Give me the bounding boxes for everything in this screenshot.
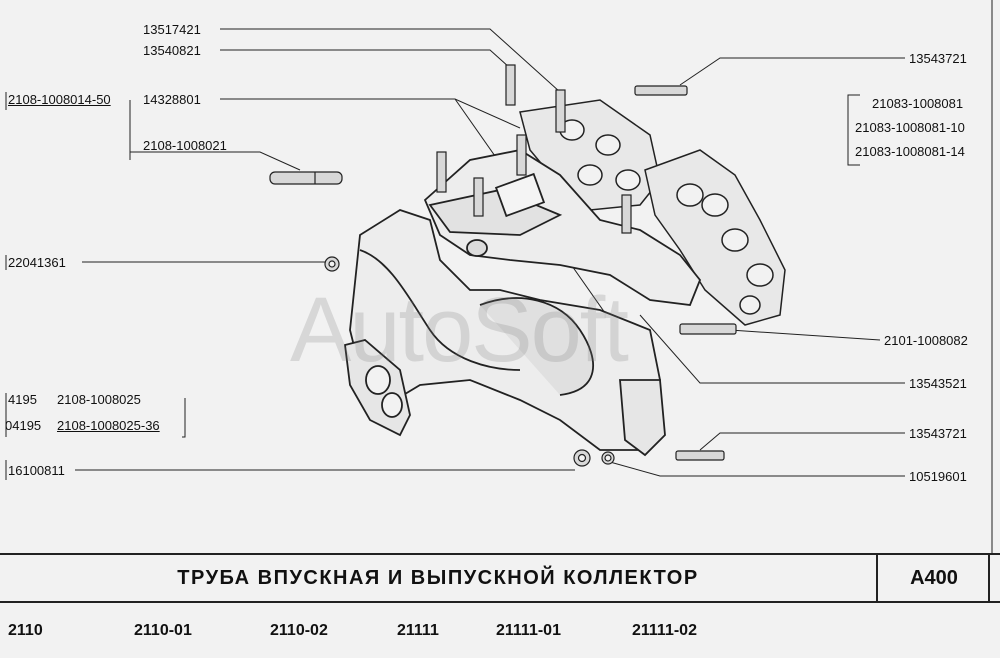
part-label-04195[interactable]: 04195 [5,418,42,433]
model-link-2110[interactable]: 2110 [8,622,43,639]
stud-13543721-top [634,85,688,96]
leader-2108-1008021 [129,151,301,171]
gasket-left [519,99,661,211]
part-label-2108-1008014-50[interactable]: 2108-1008014-50 [8,92,111,107]
model-link-21111[interactable]: 21111 [397,622,439,639]
part-label-21083-1008081-10[interactable]: 21083-1008081-10 [855,120,965,135]
title-right-edge [988,555,990,601]
part-label-13540821[interactable]: 13540821 [143,43,201,58]
leader-13543721-bottom [699,432,905,451]
page-title: ТРУБА ВПУСКНАЯ И ВЫПУСКНОЙ КОЛЛЕКТОР [177,566,699,589]
leader-13543721-top [679,57,905,86]
model-link-2110-02[interactable]: 2110-02 [270,622,328,639]
part-label-2108-1008025-36[interactable]: 2108-1008025-36 [57,418,160,433]
part-label-10519601[interactable]: 10519601 [909,469,967,484]
bolt-2108-1008021 [269,171,343,185]
title-bar: ТРУБА ВПУСКНАЯ И ВЫПУСКНОЙ КОЛЛЕКТОР A40… [0,553,1000,603]
leader-13517421 [220,28,561,93]
leader-13540821 [220,49,511,69]
part-label-2108-1008021[interactable]: 2108-1008021 [143,138,227,153]
stud-13543721-bottom [675,450,725,461]
studs-intake [436,64,632,234]
leader-2101-1008082 [729,329,881,341]
bracket-21083 [847,94,860,166]
leader-13543521 [639,314,905,384]
washer-10519601 [601,451,615,465]
leader-14328801 [220,98,521,129]
part-label-14328801[interactable]: 14328801 [143,92,201,107]
exhaust-manifold [344,209,666,457]
part-label-16100811[interactable]: 16100811 [8,463,65,478]
intake-pipe [423,149,702,306]
gasket-right [644,149,786,326]
part-label-13543521[interactable]: 13543521 [909,376,967,391]
part-label-4195[interactable]: 4195 [8,392,37,407]
nut-22041361 [324,256,340,272]
part-label-13543721-bottom[interactable]: 13543721 [909,426,967,441]
stud-2101-1008082 [679,323,737,335]
nut-16100811 [573,449,591,467]
manifold-illustration [5,0,993,553]
bracket-2108-1008025 [182,398,186,438]
model-link-2110-01[interactable]: 2110-01 [134,622,192,639]
model-link-21111-01[interactable]: 21111-01 [496,622,561,639]
part-label-22041361[interactable]: 22041361 [8,255,66,270]
part-label-13517421[interactable]: 13517421 [143,22,201,37]
part-label-2108-1008025[interactable]: 2108-1008025 [57,392,141,407]
part-label-21083-1008081-14[interactable]: 21083-1008081-14 [855,144,965,159]
leader-10519601 [609,461,905,477]
part-label-13543721-top[interactable]: 13543721 [909,51,967,66]
part-label-2101-1008082[interactable]: 2101-1008082 [884,333,968,348]
model-link-21111-02[interactable]: 21111-02 [632,622,697,639]
title-divider [876,555,878,601]
part-label-21083-1008081[interactable]: 21083-1008081 [872,96,964,111]
section-code: A400 [910,566,958,589]
